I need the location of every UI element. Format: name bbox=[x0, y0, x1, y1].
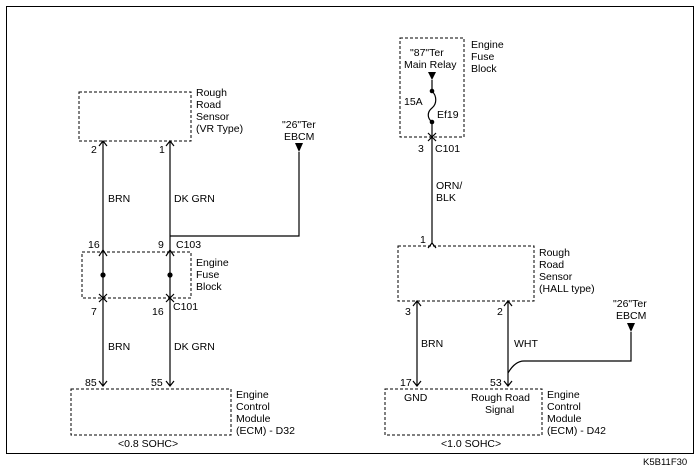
left-ecm-pin-55-icon bbox=[165, 380, 175, 387]
left-pin-9-label: 9 bbox=[158, 239, 164, 251]
left-ecm-label-4: (ECM) - D32 bbox=[236, 425, 295, 437]
right-relay-arrow-icon bbox=[428, 72, 436, 80]
right-pin-2-label: 2 bbox=[497, 306, 503, 318]
left-pin-7-label: 7 bbox=[91, 306, 97, 318]
right-fuse-block-label-2: Fuse bbox=[471, 51, 495, 63]
left-pin-16-bottom-label: 16 bbox=[152, 306, 164, 318]
left-rough-road-sensor-box bbox=[78, 91, 192, 142]
right-ebcm-label: EBCM bbox=[616, 310, 646, 322]
left-pin-16-top-label: 16 bbox=[88, 239, 100, 251]
left-ecm-label-3: Module bbox=[236, 413, 271, 425]
left-wire-brn-bottom-label: BRN bbox=[108, 341, 130, 353]
left-circuit: Rough Road Sensor (VR Type) 2 1 "26"Ter … bbox=[70, 87, 316, 450]
left-wire-ebcm-branch bbox=[170, 152, 300, 237]
right-ecm-label-2: Control bbox=[547, 401, 581, 413]
diagram-frame bbox=[6, 6, 694, 454]
right-ecm-label-3: Module bbox=[547, 413, 582, 425]
right-ecm-label-4: (ECM) - D42 bbox=[547, 425, 606, 437]
right-main-relay-ter-label: "87"Ter bbox=[410, 47, 444, 59]
left-wire-brn-top-label: BRN bbox=[108, 193, 130, 205]
left-ecm-label-2: Control bbox=[236, 401, 270, 413]
right-pin-3-label: 3 bbox=[405, 306, 411, 318]
left-caption: <0.8 SOHC> bbox=[118, 438, 178, 450]
left-ebcm-label: EBCM bbox=[284, 131, 314, 143]
left-fuse-block-label-3: Block bbox=[196, 281, 222, 293]
left-fuse-block-label-1: Engine bbox=[196, 257, 229, 269]
right-pin-1-label: 1 bbox=[420, 234, 426, 246]
left-sensor-label-1: Rough bbox=[196, 87, 227, 99]
right-conn-c101-label: C101 bbox=[435, 143, 460, 155]
right-fuse-ef19-icon bbox=[427, 90, 437, 123]
right-wire-brn-label: BRN bbox=[421, 338, 443, 350]
right-fuse-block-label-3: Block bbox=[471, 63, 497, 75]
right-rough-road-sensor-box bbox=[397, 245, 535, 302]
right-pin-17-label: 17 bbox=[400, 377, 412, 389]
left-sensor-label-2: Road bbox=[196, 99, 221, 111]
right-circuit: Engine Fuse Block "87"Ter Main Relay 15A… bbox=[384, 37, 647, 450]
left-conn-c103-label: C103 bbox=[176, 239, 201, 251]
right-sensor-label-1: Rough bbox=[539, 247, 570, 259]
right-ecm-box bbox=[384, 388, 543, 436]
left-splice-dkgrn-icon bbox=[167, 272, 173, 278]
left-sensor-label-4: (VR Type) bbox=[196, 123, 243, 135]
right-caption: <1.0 SOHC> bbox=[441, 438, 501, 450]
right-ebcm-ter-label: "26"Ter bbox=[613, 298, 647, 310]
left-splice-brn-icon bbox=[100, 272, 106, 278]
right-wire-ebcm-branch bbox=[507, 332, 632, 374]
left-conn-c101-label: C101 bbox=[173, 301, 198, 313]
right-fuse-block-label-1: Engine bbox=[471, 39, 504, 51]
left-wire-dkgrn-top-label: DK GRN bbox=[174, 193, 215, 205]
left-ebcm-arrow-icon bbox=[295, 143, 303, 152]
right-pin-3-top-label: 3 bbox=[418, 143, 424, 155]
right-wire-wht-label: WHT bbox=[514, 338, 538, 350]
right-sensor-label-2: Road bbox=[539, 259, 564, 271]
left-ecm-label-1: Engine bbox=[236, 389, 269, 401]
right-ecm-pin-53-icon bbox=[503, 380, 513, 387]
right-fuse-rating-label: 15A bbox=[404, 96, 423, 108]
right-gnd-label: GND bbox=[404, 392, 428, 404]
left-sensor-label-3: Sensor bbox=[196, 111, 230, 123]
left-pin-2-label: 2 bbox=[91, 144, 97, 156]
left-pin-55-label: 55 bbox=[151, 377, 163, 389]
left-ecm-box bbox=[70, 388, 232, 436]
left-pin-85-label: 85 bbox=[85, 377, 97, 389]
left-ecm-pin-85-icon bbox=[98, 380, 108, 387]
left-pin-1-label: 1 bbox=[159, 144, 165, 156]
right-sensor-label-4: (HALL type) bbox=[539, 283, 595, 295]
left-fuse-block-label-2: Fuse bbox=[196, 269, 220, 281]
right-signal-label-2: Signal bbox=[485, 404, 514, 416]
right-sensor-label-3: Sensor bbox=[539, 271, 573, 283]
right-fuse-id-label: Ef19 bbox=[437, 109, 459, 121]
right-ecm-pin-17-icon bbox=[412, 380, 422, 387]
right-signal-label-1: Rough Road bbox=[471, 392, 530, 404]
right-wire-orn-blk-label-1: ORN/ bbox=[436, 180, 462, 192]
left-engine-fuse-block-box bbox=[81, 251, 192, 299]
left-wire-dkgrn-bottom-label: DK GRN bbox=[174, 341, 215, 353]
right-pin-53-label: 53 bbox=[490, 377, 502, 389]
right-ebcm-arrow-icon bbox=[627, 323, 635, 332]
right-wire-orn-blk-label-2: BLK bbox=[436, 192, 456, 204]
right-main-relay-label: Main Relay bbox=[404, 59, 457, 71]
figure-id: K5B11F30 bbox=[643, 457, 687, 468]
right-ecm-label-1: Engine bbox=[547, 389, 580, 401]
left-ebcm-ter-label: "26"Ter bbox=[282, 119, 316, 131]
